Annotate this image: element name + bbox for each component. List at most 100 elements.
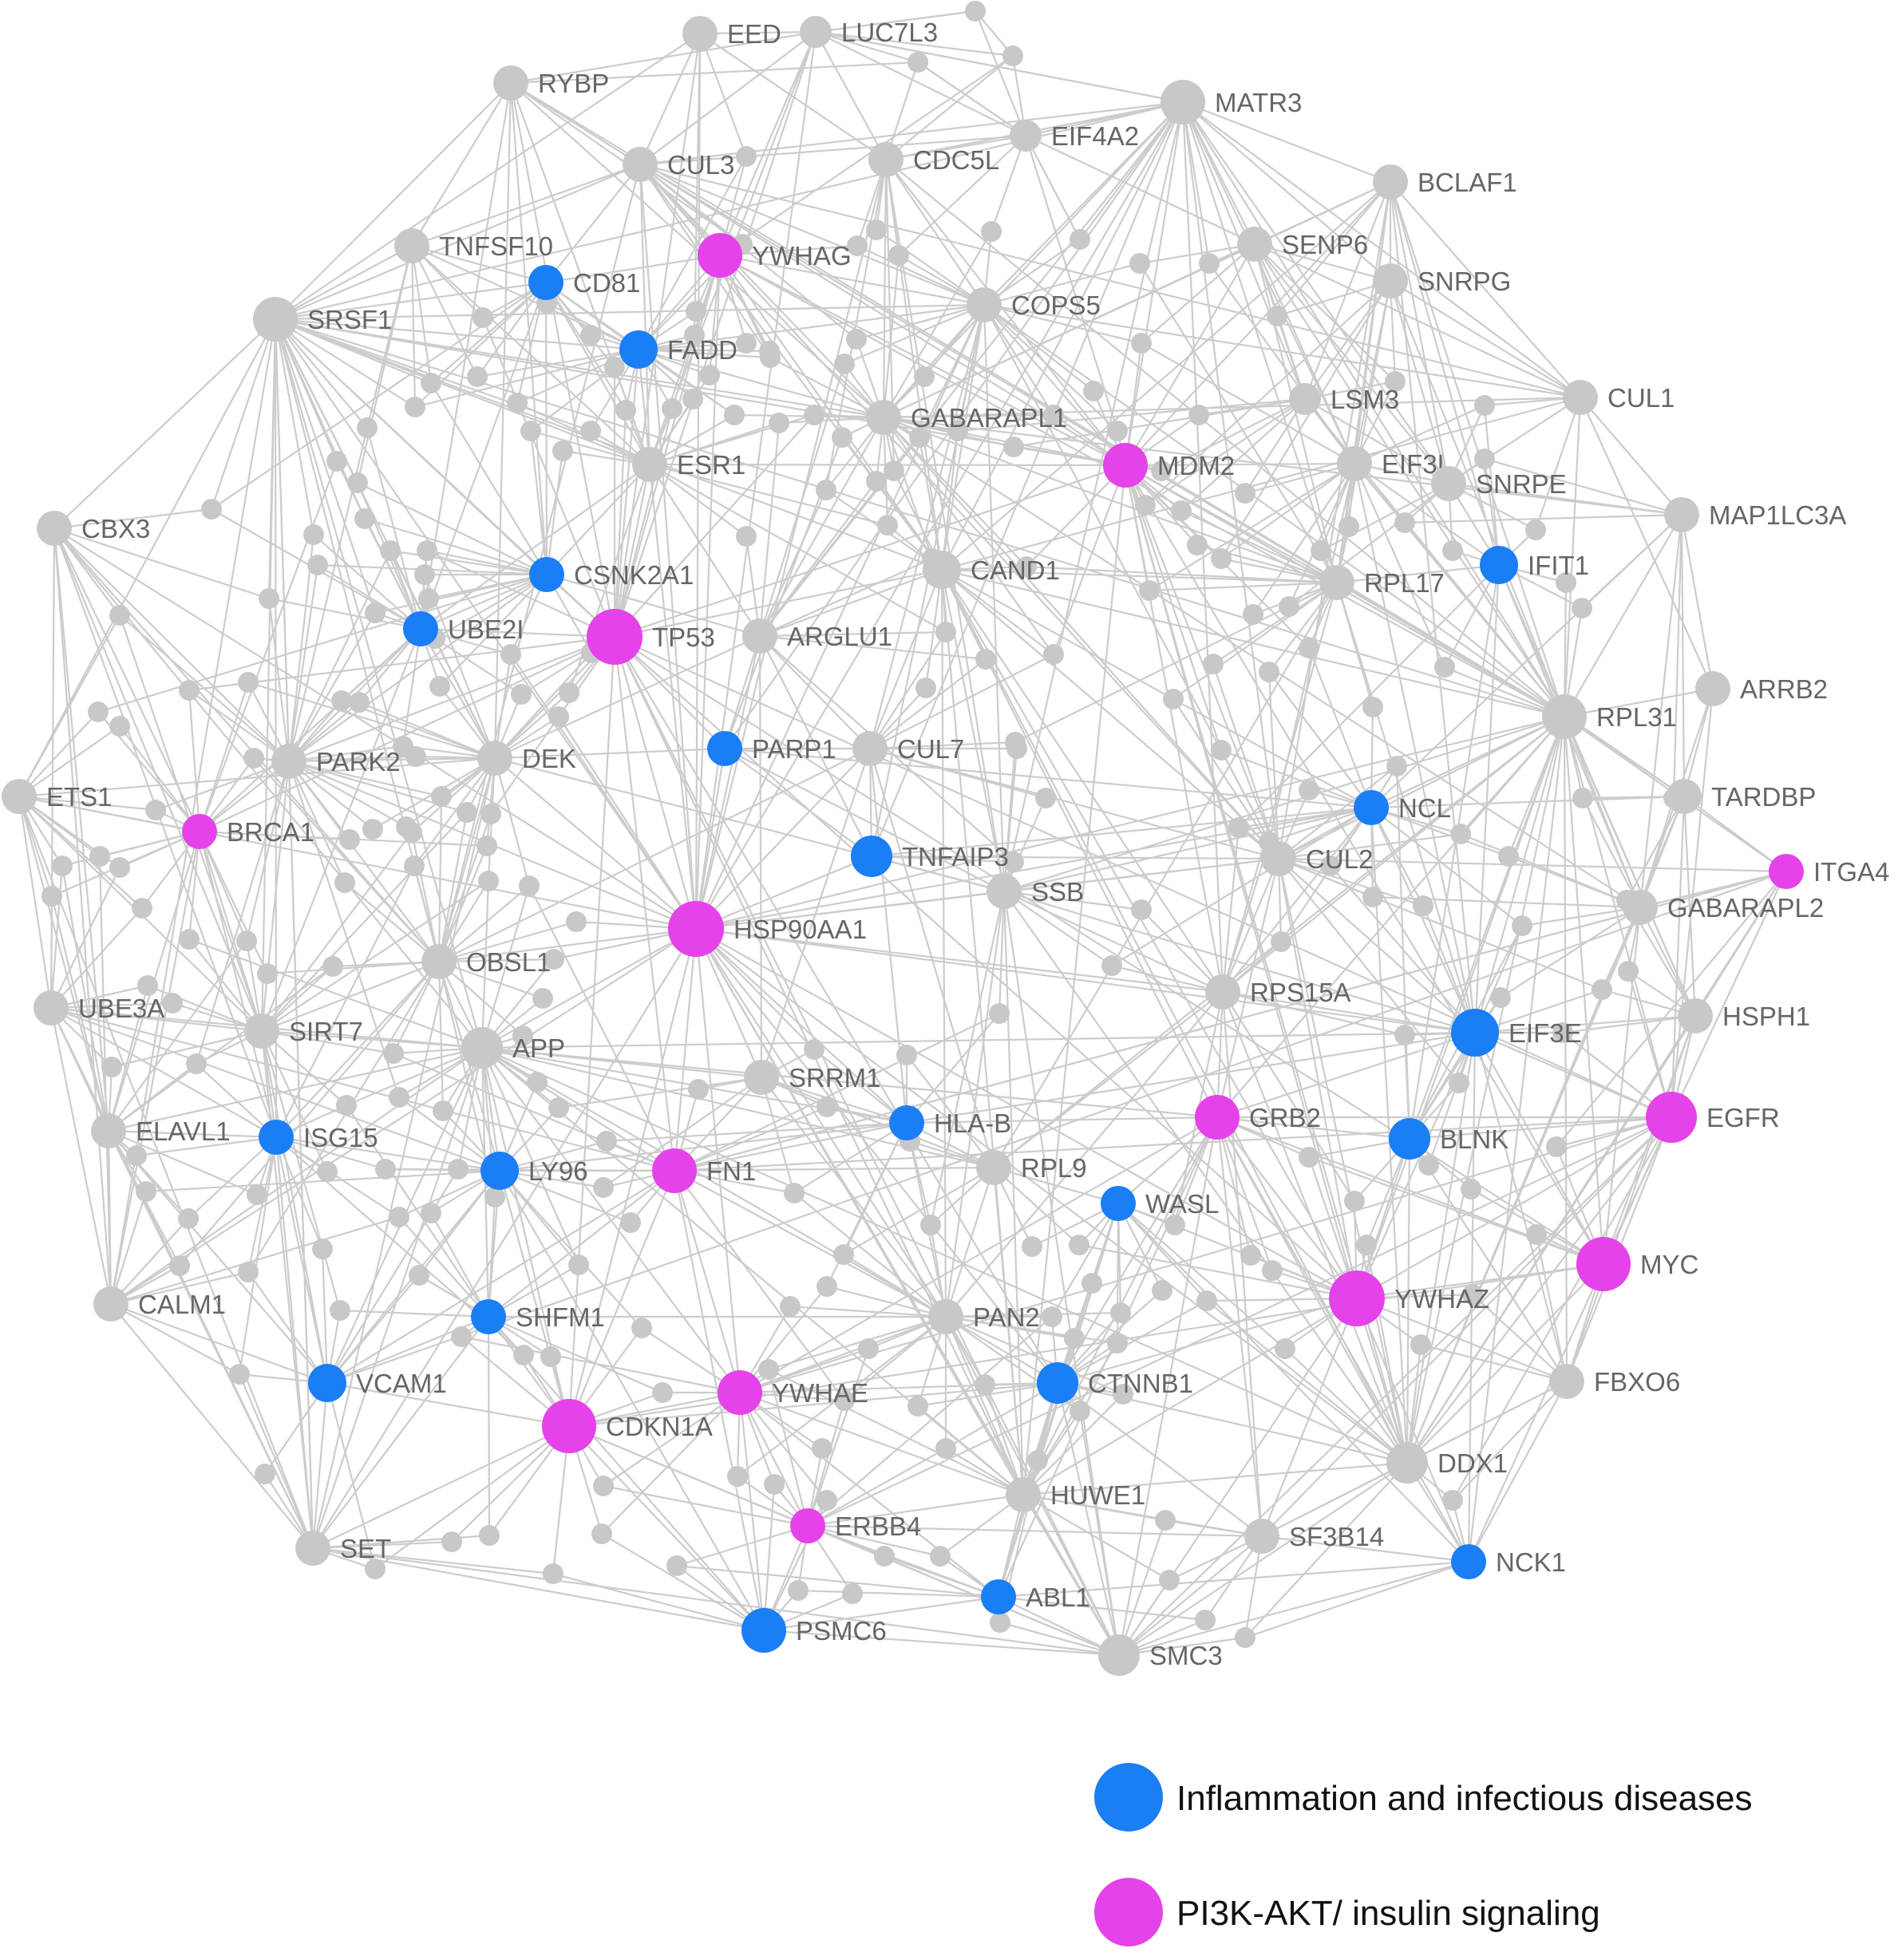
unlabeled-gene-node[interactable] [1165, 1215, 1185, 1235]
gene-node-marker[interactable] [889, 1105, 924, 1140]
unlabeled-gene-node[interactable] [1043, 644, 1064, 665]
gene-node-sirt7[interactable]: SIRT7 [244, 1014, 363, 1049]
unlabeled-gene-node[interactable] [842, 1583, 863, 1604]
unlabeled-gene-node[interactable] [512, 1025, 533, 1046]
gene-node-marker[interactable] [1664, 497, 1699, 532]
unlabeled-gene-node[interactable] [1413, 895, 1433, 916]
unlabeled-gene-node[interactable] [788, 1580, 809, 1601]
unlabeled-gene-node[interactable] [1394, 1025, 1415, 1045]
gene-node-marker[interactable] [1373, 263, 1408, 298]
gene-node-marker[interactable] [34, 990, 69, 1025]
unlabeled-gene-node[interactable] [666, 1555, 687, 1576]
gene-node-fn1[interactable]: FN1 [652, 1148, 756, 1193]
unlabeled-gene-node[interactable] [1362, 887, 1383, 907]
unlabeled-gene-node[interactable] [101, 1057, 122, 1077]
gene-node-fadd[interactable]: FADD [619, 330, 737, 369]
unlabeled-gene-node[interactable] [1235, 1627, 1255, 1648]
unlabeled-gene-node[interactable] [1618, 961, 1639, 982]
unlabeled-gene-node[interactable] [421, 1203, 441, 1223]
gene-node-marker[interactable] [1354, 790, 1389, 825]
unlabeled-gene-node[interactable] [727, 1466, 748, 1487]
gene-node-ywhae[interactable]: YWHAE [718, 1370, 868, 1415]
gene-node-rpl31[interactable]: RPL31 [1542, 694, 1677, 739]
unlabeled-gene-node[interactable] [433, 1101, 453, 1121]
unlabeled-gene-node[interactable] [186, 1053, 207, 1074]
gene-node-marker[interactable] [308, 1364, 346, 1402]
unlabeled-gene-node[interactable] [1525, 520, 1546, 540]
gene-node-shfm1[interactable]: SHFM1 [471, 1299, 605, 1334]
unlabeled-gene-node[interactable] [1211, 740, 1232, 761]
unlabeled-gene-node[interactable] [684, 325, 705, 346]
gene-node-cand1[interactable]: CAND1 [923, 551, 1060, 589]
unlabeled-gene-node[interactable] [1152, 1280, 1172, 1301]
unlabeled-gene-node[interactable] [418, 588, 439, 609]
unlabeled-gene-node[interactable] [1461, 1179, 1481, 1199]
unlabeled-gene-node[interactable] [874, 1546, 895, 1567]
gene-node-marker[interactable] [1431, 466, 1466, 501]
unlabeled-gene-node[interactable] [109, 716, 130, 737]
gene-node-grb2[interactable]: GRB2 [1195, 1095, 1321, 1140]
unlabeled-gene-node[interactable] [527, 1072, 548, 1093]
unlabeled-gene-node[interactable] [255, 1464, 275, 1484]
gene-node-arrb2[interactable]: ARRB2 [1695, 671, 1828, 706]
gene-node-set[interactable]: SET [295, 1531, 391, 1566]
unlabeled-gene-node[interactable] [699, 365, 720, 385]
unlabeled-gene-node[interactable] [330, 1300, 350, 1321]
gene-node-marker[interactable] [542, 1399, 596, 1453]
unlabeled-gene-node[interactable] [347, 472, 368, 493]
gene-node-sf3b14[interactable]: SF3B14 [1244, 1519, 1384, 1554]
gene-node-tnfsf10[interactable]: TNFSF10 [394, 228, 553, 263]
unlabeled-gene-node[interactable] [1187, 535, 1208, 555]
unlabeled-gene-node[interactable] [1271, 931, 1291, 952]
unlabeled-gene-node[interactable] [907, 52, 928, 73]
unlabeled-gene-node[interactable] [1592, 979, 1612, 1000]
gene-node-hsp90aa1[interactable]: HSP90AA1 [668, 901, 867, 957]
gene-node-marker[interactable] [981, 1579, 1016, 1614]
unlabeled-gene-node[interactable] [383, 1043, 404, 1064]
gene-node-rps15a[interactable]: RPS15A [1205, 974, 1351, 1010]
unlabeled-gene-node[interactable] [1299, 780, 1319, 800]
unlabeled-gene-node[interactable] [312, 1239, 333, 1259]
unlabeled-gene-node[interactable] [1572, 598, 1592, 618]
unlabeled-gene-node[interactable] [89, 846, 110, 867]
gene-node-marker[interactable] [1101, 1186, 1136, 1221]
unlabeled-gene-node[interactable] [1070, 229, 1090, 250]
unlabeled-gene-node[interactable] [736, 333, 757, 354]
gene-node-marker[interactable] [37, 511, 72, 546]
unlabeled-gene-node[interactable] [930, 1546, 951, 1567]
unlabeled-gene-node[interactable] [451, 1326, 472, 1347]
unlabeled-gene-node[interactable] [322, 956, 343, 977]
unlabeled-gene-node[interactable] [724, 405, 745, 425]
unlabeled-gene-node[interactable] [947, 421, 968, 441]
gene-node-marker[interactable] [852, 731, 888, 766]
unlabeled-gene-node[interactable] [365, 1559, 386, 1579]
unlabeled-gene-node[interactable] [247, 1184, 267, 1205]
unlabeled-gene-node[interactable] [615, 400, 636, 421]
unlabeled-gene-node[interactable] [500, 644, 521, 665]
unlabeled-gene-node[interactable] [1356, 1235, 1377, 1255]
unlabeled-gene-node[interactable] [396, 816, 417, 837]
unlabeled-gene-node[interactable] [132, 898, 152, 919]
gene-node-map1lc3a[interactable]: MAP1LC3A [1664, 497, 1846, 532]
gene-node-marker[interactable] [1389, 1118, 1430, 1160]
gene-node-eif4a2[interactable]: EIF4A2 [1010, 120, 1139, 152]
gene-node-marker[interactable] [1161, 80, 1205, 124]
unlabeled-gene-node[interactable] [169, 1255, 190, 1276]
gene-node-calm1[interactable]: CALM1 [93, 1286, 226, 1322]
gene-node-eif3l[interactable]: EIF3L [1337, 446, 1452, 481]
unlabeled-gene-node[interactable] [1196, 1290, 1217, 1311]
unlabeled-gene-node[interactable] [1262, 1260, 1283, 1281]
unlabeled-gene-node[interactable] [404, 856, 425, 876]
gene-node-marker[interactable] [1103, 443, 1148, 488]
unlabeled-gene-node[interactable] [1556, 572, 1576, 593]
unlabeled-gene-node[interactable] [109, 605, 130, 626]
unlabeled-gene-node[interactable] [1259, 662, 1279, 682]
unlabeled-gene-node[interactable] [1163, 689, 1184, 709]
unlabeled-gene-node[interactable] [688, 1079, 709, 1100]
gene-node-rpl17[interactable]: RPL17 [1319, 565, 1445, 600]
gene-node-ywhaz[interactable]: YWHAZ [1329, 1270, 1489, 1326]
unlabeled-gene-node[interactable] [178, 1208, 199, 1229]
unlabeled-gene-node[interactable] [975, 1374, 995, 1395]
unlabeled-gene-node[interactable] [380, 540, 401, 561]
unlabeled-gene-node[interactable] [317, 1161, 338, 1182]
